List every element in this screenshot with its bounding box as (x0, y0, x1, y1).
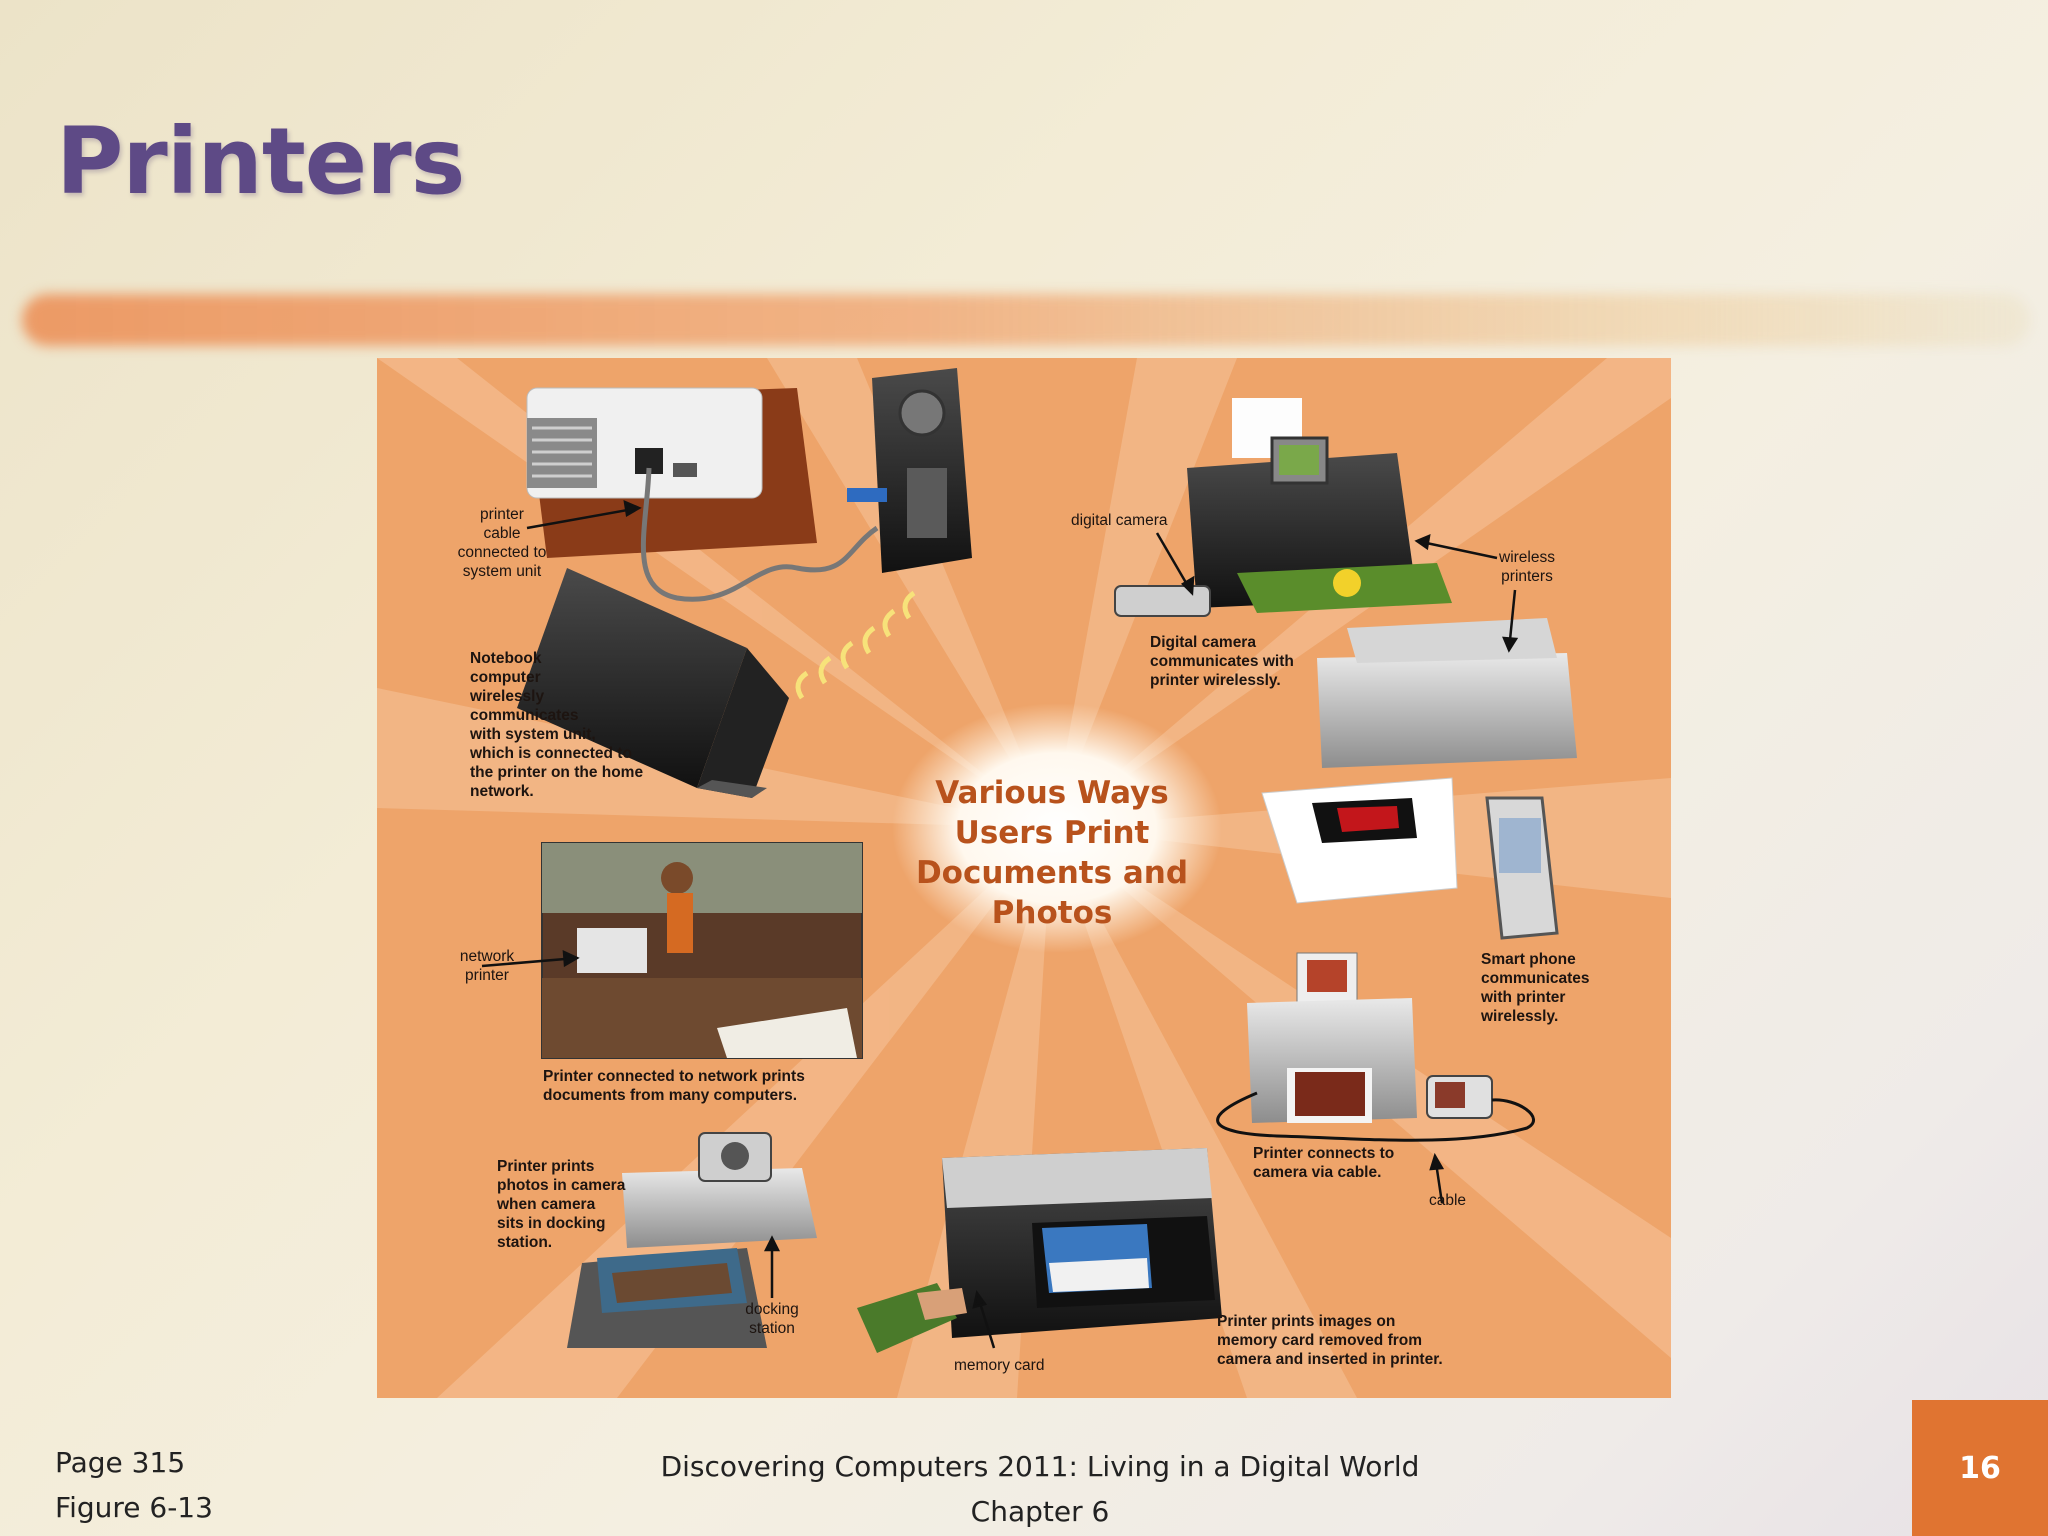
center-glow (892, 703, 1222, 953)
printing-ways-figure: Various Ways Users Print Documents and P… (377, 358, 1671, 1398)
label-printer-cable: printer cable connected to system unit (457, 506, 547, 580)
center-title-line: Various Ways (935, 775, 1169, 811)
label-cable: cable (1429, 1192, 1467, 1209)
center-title-line: Documents and (915, 855, 1189, 891)
label-digital-camera-caption: Digital camera communicates with printer… (1150, 634, 1294, 689)
label-cable-caption: Printer connects to camera via cable. (1253, 1145, 1395, 1181)
smart-phone (1485, 796, 1559, 940)
docking-station-printer (567, 1132, 817, 1348)
label-network-caption: Printer connected to network prints docu… (543, 1068, 805, 1104)
printer-cable (640, 467, 879, 602)
notebook-computer (517, 568, 789, 798)
system-unit-tower (847, 368, 972, 573)
silver-inkjet-printer (1261, 618, 1577, 904)
label-docking-station: docking station (745, 1301, 799, 1337)
printer-back-photo (526, 387, 817, 558)
label-wireless-printers: wireless printers (1499, 549, 1555, 585)
slide-title: Printers (56, 108, 465, 215)
footer-page: Page 315 (55, 1446, 186, 1479)
label-memory-caption: Printer prints images on memory card rem… (1217, 1313, 1443, 1368)
memory-card-printer (857, 1148, 1222, 1353)
figure-graphics (377, 358, 1671, 1398)
classroom-network-photo (541, 842, 863, 1059)
callout-arrows (481, 499, 1519, 1349)
footer-chapter: Chapter 6 (970, 1495, 1110, 1528)
center-title-line: Photos (991, 895, 1113, 931)
label-smart-phone: Smart phone communicates with printer wi… (1481, 951, 1590, 1025)
footer-book-title: Discovering Computers 2011: Living in a … (660, 1450, 1420, 1483)
slide-number-badge: 16 (1912, 1400, 2048, 1536)
label-digital-camera: digital camera (1071, 512, 1168, 529)
center-title-line: Users Print (954, 815, 1150, 851)
wireless-waves (795, 590, 916, 700)
label-notebook: Notebook computer wirelessly communicate… (470, 650, 644, 800)
photo-printer-cable (1216, 952, 1535, 1142)
center-title: Various Ways Users Print Documents and P… (902, 773, 1202, 933)
label-docking-caption: Printer prints photos in camera when cam… (497, 1158, 626, 1251)
footer-figure: Figure 6-13 (55, 1491, 213, 1524)
photo-printer-wireless (1114, 398, 1452, 617)
title-divider-stripe (22, 294, 2030, 346)
label-memory-card: memory card (954, 1357, 1045, 1374)
footer-reference: Page 315 Figure 6-13 (55, 1440, 213, 1530)
label-network-printer: network printer (459, 948, 515, 984)
footer-book: Discovering Computers 2011: Living in a … (640, 1444, 1440, 1534)
